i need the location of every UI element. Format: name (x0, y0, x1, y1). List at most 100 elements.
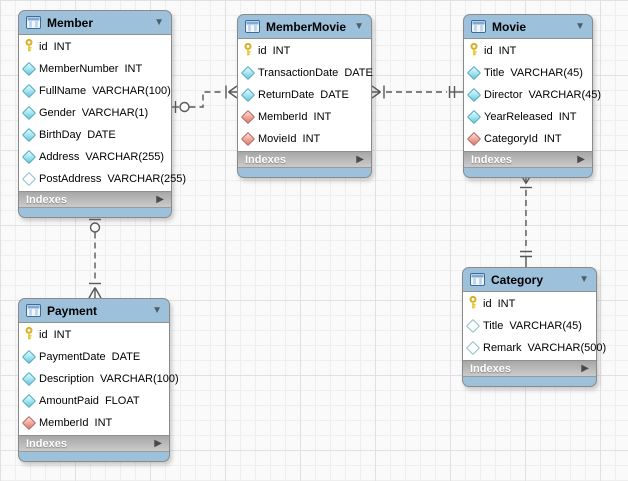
column-icon (466, 87, 482, 103)
column-row[interactable]: Title VARCHAR(45) (464, 62, 592, 84)
column-type: INT (497, 298, 516, 310)
column-name: ReturnDate (258, 89, 315, 101)
table-header[interactable]: Movie ▼ (464, 15, 592, 38)
collapse-arrow-icon[interactable]: ▼ (152, 304, 162, 316)
collapse-arrow-icon[interactable]: ▼ (579, 273, 589, 285)
column-name: Gender (39, 107, 76, 119)
column-icon (21, 105, 37, 121)
collapse-arrow-icon[interactable]: ▼ (354, 20, 364, 32)
table-header[interactable]: MemberMovie ▼ (238, 15, 371, 38)
foreign-key-icon (21, 415, 37, 431)
column-row[interactable]: YearReleased INT (464, 106, 592, 128)
column-type: INT (313, 111, 332, 123)
indexes-label: Indexes (26, 437, 67, 450)
relationship-movie-category[interactable] (519, 172, 533, 267)
indexes-row[interactable]: Indexes ▶ (19, 192, 171, 208)
column-name: MemberNumber (39, 63, 119, 75)
table-title: Movie (492, 19, 527, 34)
table-title: Payment (47, 303, 98, 318)
column-name: Director (484, 89, 523, 101)
column-icon (21, 83, 37, 99)
table-icon (471, 20, 486, 33)
column-row[interactable]: MemberNumber INT (19, 58, 171, 80)
optional-circle-marker (89, 222, 101, 233)
column-row[interactable]: MemberId INT (238, 106, 371, 128)
table-header[interactable]: Category ▼ (463, 268, 596, 291)
indexes-row[interactable]: Indexes ▶ (463, 361, 596, 377)
column-name: MemberId (258, 111, 308, 123)
expand-arrow-icon: ▶ (154, 437, 162, 449)
collapse-arrow-icon[interactable]: ▼ (575, 20, 585, 32)
table-header[interactable]: Payment ▼ (19, 299, 169, 322)
relationship-member-payment[interactable] (88, 213, 102, 299)
relationship-membermovie-movie[interactable] (371, 85, 463, 99)
column-type: INT (302, 133, 321, 145)
indexes-row[interactable]: Indexes ▶ (464, 152, 592, 168)
table-icon (26, 16, 41, 29)
primary-key-icon (243, 42, 253, 59)
table-icon (245, 20, 260, 33)
column-name: CategoryId (484, 133, 538, 145)
crow-foot-marker (371, 85, 381, 99)
column-name: id (484, 45, 493, 57)
expand-arrow-icon: ▶ (581, 362, 589, 374)
relationship-member-membermovie[interactable] (172, 85, 238, 114)
collapse-arrow-icon[interactable]: ▼ (154, 16, 164, 28)
column-icon (21, 371, 37, 387)
table-header[interactable]: Member ▼ (19, 11, 171, 34)
table-title: MemberMovie (266, 19, 347, 34)
indexes-label: Indexes (26, 193, 67, 206)
column-name: MovieId (258, 133, 297, 145)
column-type: VARCHAR(45) (510, 67, 583, 79)
double-bar-marker (520, 250, 532, 258)
indexes-row[interactable]: Indexes ▶ (238, 152, 371, 168)
expand-arrow-icon: ▶ (356, 153, 364, 165)
foreign-key-icon (240, 131, 256, 147)
table-icon (26, 304, 41, 317)
column-icon (21, 149, 37, 165)
table-title: Category (491, 272, 544, 287)
column-type: INT (558, 111, 577, 123)
column-name: Title (484, 67, 505, 79)
column-name: YearReleased (484, 111, 553, 123)
column-type: VARCHAR(100) (100, 373, 179, 385)
indexes-label: Indexes (245, 153, 286, 166)
column-name: AmountPaid (39, 395, 99, 407)
column-row[interactable]: MovieId INT (238, 128, 371, 150)
column-type: INT (272, 45, 291, 57)
primary-key-icon (468, 295, 478, 312)
column-icon (21, 61, 37, 77)
expand-arrow-icon: ▶ (156, 193, 164, 205)
nullable-column-icon (465, 318, 481, 334)
foreign-key-icon (240, 109, 256, 125)
column-type: INT (124, 63, 143, 75)
indexes-row[interactable]: Indexes ▶ (19, 436, 169, 452)
